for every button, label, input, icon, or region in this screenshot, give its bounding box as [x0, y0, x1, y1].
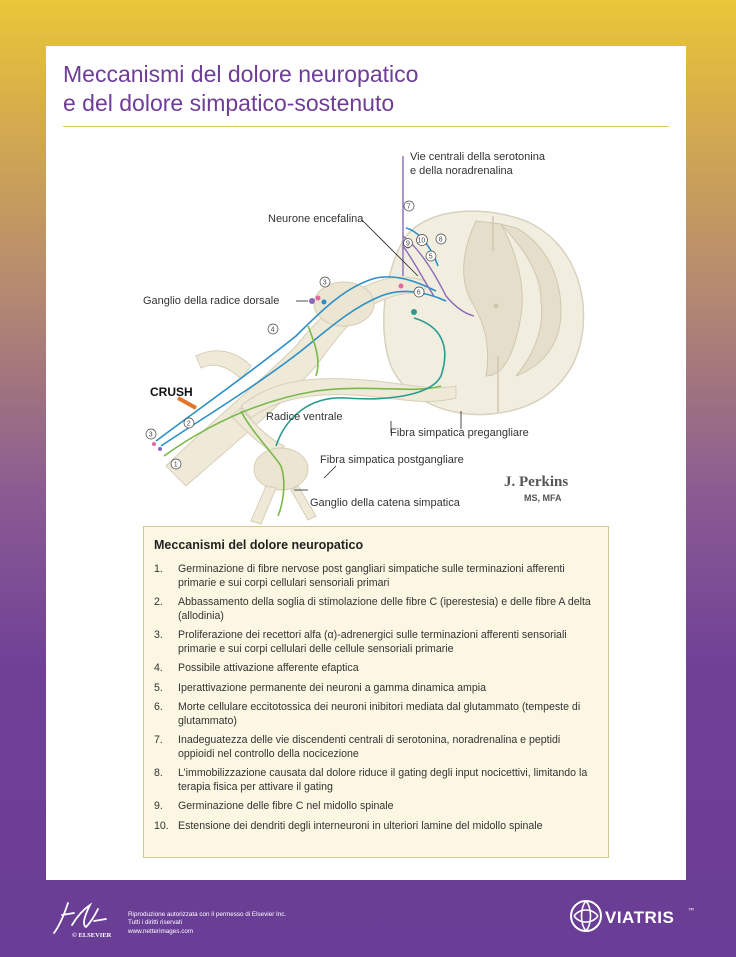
- svg-text:10: 10: [418, 238, 426, 245]
- label-postganglionic: Fibra simpatica postgangliare: [320, 454, 464, 466]
- label-enkephalin: Neurone encefalina: [268, 213, 364, 225]
- mechanisms-list: 1.Germinazione di fibre nervose post gan…: [154, 563, 594, 839]
- marker-5: 5: [426, 251, 436, 261]
- svg-text:7: 7: [407, 204, 411, 211]
- chain-ganglion: [231, 408, 316, 524]
- marker-1: 1: [171, 459, 181, 469]
- label-crush: CRUSH: [150, 385, 193, 399]
- label-dorsal-root-ganglion: Ganglio della radice dorsale: [143, 295, 279, 307]
- copyright-line-3: www.netterimages.com: [128, 928, 286, 936]
- svg-text:9: 9: [406, 241, 410, 248]
- svg-text:1: 1: [174, 462, 178, 469]
- list-item: 8.L’immobilizzazione causata dal dolore …: [154, 767, 594, 794]
- label-preganglionic: Fibra simpatica pregangliare: [390, 427, 529, 439]
- label-serotonin-1: Vie centrali della serotonina: [410, 151, 546, 163]
- marker-3-terminal: 3: [146, 429, 156, 439]
- list-item: 10.Estensione dei dendriti degli interne…: [154, 820, 594, 834]
- viatris-logo: VIATRIS ™: [568, 898, 698, 934]
- artist-credentials: MS, MFA: [524, 493, 562, 503]
- marker-8: 8: [436, 234, 446, 244]
- marker-3-ganglion: 3: [320, 277, 330, 287]
- elsevier-label: © ELSEVIER: [72, 932, 112, 939]
- list-item: 5.Iperattivazione permanente dei neuroni…: [154, 682, 594, 696]
- svg-text:8: 8: [439, 237, 443, 244]
- neuropathic-pain-diagram: 7 8 9 10 5 6 3 4 2 3 1 Vie centrali dell…: [46, 46, 686, 566]
- svg-text:3: 3: [323, 280, 327, 287]
- copyright-notice: Riproduzione autorizzata con il permesso…: [128, 911, 286, 936]
- list-item: 1.Germinazione di fibre nervose post gan…: [154, 563, 594, 590]
- list-item: 6.Morte cellulare eccitotossica dei neur…: [154, 701, 594, 728]
- list-item: 7.Inadeguatezza delle vie discendenti ce…: [154, 734, 594, 761]
- viatris-globe-icon: [571, 901, 601, 931]
- copyright-line-2: Tutti i diritti riservati: [128, 919, 286, 927]
- svg-text:3: 3: [149, 432, 153, 439]
- artist-signature: J. Perkins: [504, 474, 568, 490]
- svg-text:2: 2: [187, 421, 191, 428]
- list-item: 3.Proliferazione dei recettori alfa (α)-…: [154, 629, 594, 656]
- marker-4: 4: [268, 324, 278, 334]
- marker-9: 9: [404, 239, 413, 248]
- list-item: 2.Abbassamento della soglia di stimolazi…: [154, 596, 594, 623]
- copyright-line-1: Riproduzione autorizzata con il permesso…: [128, 911, 286, 919]
- label-serotonin-2: e della noradrenalina: [410, 165, 514, 177]
- list-item: 9.Germinazione delle fibre C nel midollo…: [154, 800, 594, 814]
- svg-text:5: 5: [429, 254, 433, 261]
- poster-card: Meccanismi del dolore neuropatico e del …: [46, 46, 686, 880]
- marker-2: 2: [184, 418, 194, 428]
- crush-marker: [178, 398, 196, 408]
- marker-6: 6: [414, 287, 424, 297]
- viatris-trademark: ™: [688, 907, 694, 914]
- mechanisms-box: Meccanismi del dolore neuropatico 1.Germ…: [143, 526, 609, 858]
- svg-text:4: 4: [271, 327, 275, 334]
- list-item: 4.Possibile attivazione afferente efapti…: [154, 662, 594, 676]
- marker-7: 7: [404, 201, 414, 211]
- viatris-wordmark: VIATRIS: [605, 908, 674, 927]
- netter-signature-logo: © ELSEVIER: [50, 895, 130, 940]
- label-chain-ganglion: Ganglio della catena simpatica: [310, 497, 461, 509]
- marker-10: 10: [417, 235, 428, 246]
- label-ventral-root: Radice ventrale: [266, 411, 342, 423]
- box-heading: Meccanismi del dolore neuropatico: [154, 538, 363, 552]
- svg-text:6: 6: [417, 290, 421, 297]
